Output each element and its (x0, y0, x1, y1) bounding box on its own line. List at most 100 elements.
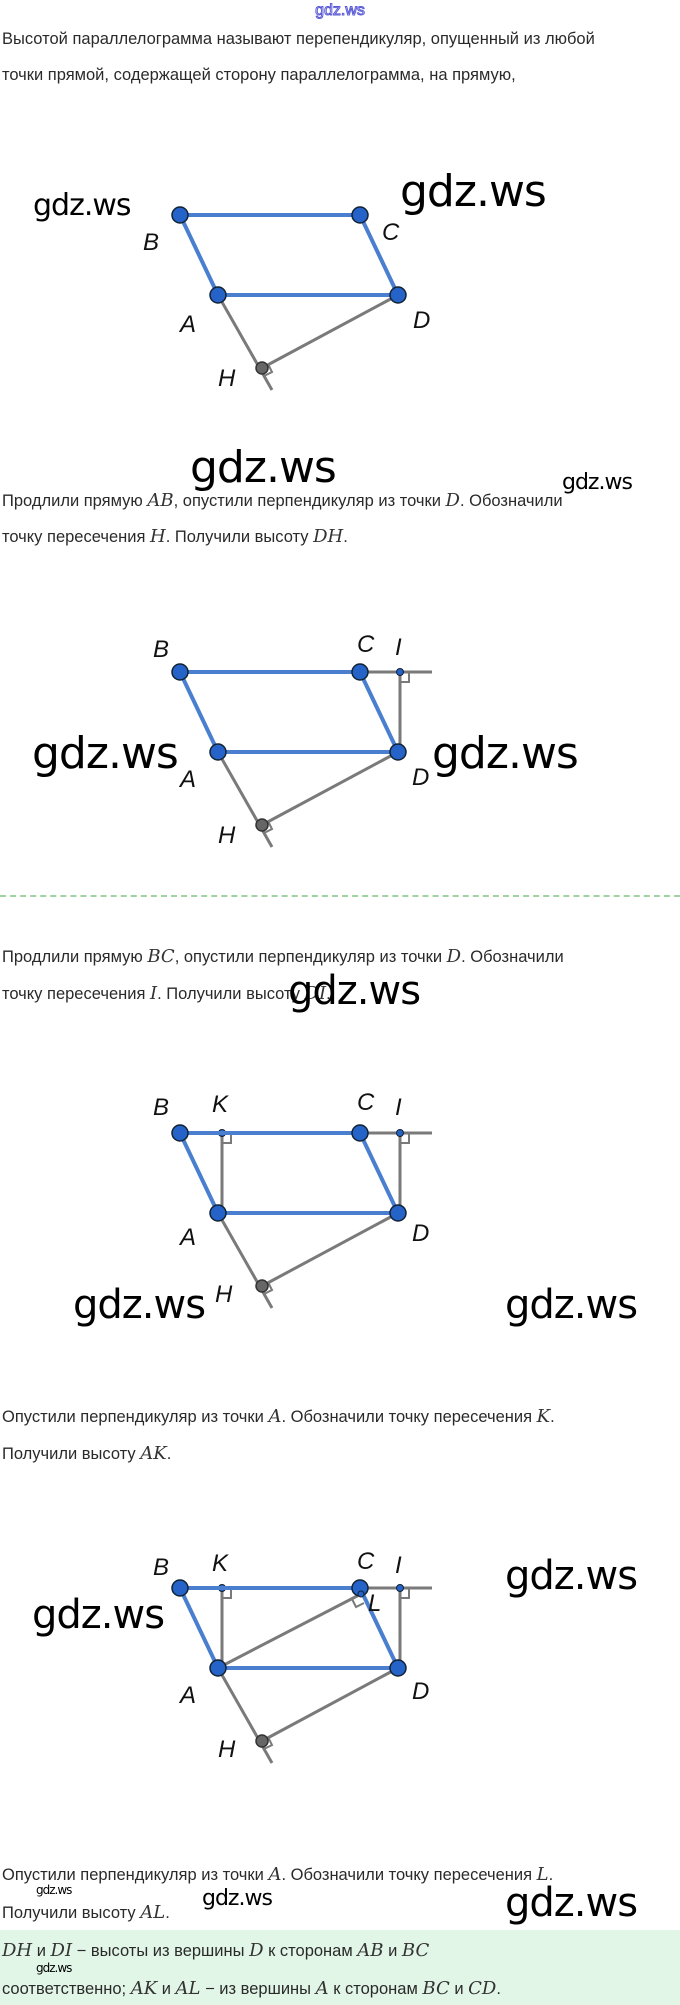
paragraph-line: Высотой параллелограмма называют перепен… (2, 30, 595, 49)
text-segment: Получили высоту (2, 1904, 141, 1922)
text-segment: и (157, 1980, 176, 1998)
math-symbol: H (149, 526, 166, 547)
point-label-h: H (215, 1281, 233, 1308)
math-symbol: D (249, 1940, 264, 1961)
summary-box (0, 1930, 680, 2005)
text-segment: . Обозначили точку пересечения (281, 1408, 537, 1426)
text-segment: Высотой параллелограмма называют перепен… (2, 30, 595, 48)
math-symbol: BC (147, 946, 175, 967)
math-symbol: A (315, 1978, 329, 1999)
math-symbol: DI (50, 1940, 73, 1961)
math-symbol: L (536, 1864, 549, 1885)
math-symbol: AB (357, 1940, 384, 1961)
point-label-a: A (178, 766, 196, 793)
math-symbol: DH (2, 1940, 33, 1961)
point-label-d: D (412, 1220, 429, 1247)
watermark: gdz.ws (505, 1553, 638, 1599)
paragraph-line: Получили высоту AL. (2, 1902, 170, 1923)
point-label-a: A (178, 1682, 196, 1709)
watermark: gdz.ws (32, 1592, 165, 1638)
paragraph-line: DH и DI − высоты из вершины D к сторонам… (2, 1940, 429, 1961)
watermark: gdz.ws (505, 1282, 638, 1328)
text-segment: . Обозначили (461, 948, 564, 966)
paragraph-line: Опустили перпендикуляр из точки A. Обозн… (2, 1406, 555, 1427)
paragraph-line: точку пересечения I. Получили высоту DI. (2, 983, 331, 1004)
paragraph-line: Продлили прямую AB, опустили перпендикул… (2, 490, 563, 511)
paragraph-line: Получили высоту AK. (2, 1443, 171, 1464)
watermark: gdz.ws (190, 442, 337, 493)
point-label-i: I (395, 1094, 402, 1121)
math-symbol: CD (468, 1978, 497, 1999)
text-segment: точку пересечения (2, 528, 150, 546)
text-segment: Опустили перпендикуляр из точки (2, 1408, 269, 1426)
watermark: gdz.ws (32, 728, 179, 779)
point-label-d: D (412, 764, 429, 791)
watermark: gdz.ws (562, 470, 633, 495)
text-segment: соответственно; (2, 1980, 131, 1998)
text-segment: точку пересечения (2, 985, 150, 1003)
math-symbol: I (149, 983, 158, 1004)
diagram-1: B C A D H (143, 206, 430, 392)
paragraph-line: Опустили перпендикуляр из точки A. Обозн… (2, 1864, 553, 1885)
divider (0, 895, 680, 897)
math-symbol: D (445, 490, 460, 511)
text-segment: , опустили перпендикуляр из точки (174, 948, 447, 966)
point-label-a: A (178, 1224, 196, 1251)
point-label-b: B (153, 636, 169, 663)
point-label-i: I (395, 634, 402, 661)
math-symbol: K (536, 1406, 551, 1427)
text-segment: точки прямой, содержащей сторону паралле… (2, 66, 516, 84)
math-symbol: AL (175, 1978, 201, 1999)
math-symbol: AL (140, 1902, 166, 1923)
text-segment: . Получили высоту (157, 985, 305, 1003)
diagram-3: B K C I A D H (153, 1089, 434, 1310)
watermark: gdz.ws (33, 188, 132, 223)
paragraph-line: точки прямой, содержащей сторону паралле… (2, 66, 516, 85)
text-segment: , опустили перпендикуляр из точки (173, 492, 446, 510)
point-label-b: B (143, 229, 159, 256)
point-label-b: B (153, 1554, 169, 1581)
text-segment: . (496, 1980, 501, 1998)
math-symbol: AK (140, 1443, 167, 1464)
watermark: gdz.ws (73, 1282, 206, 1328)
point-label-i: I (395, 1552, 402, 1579)
watermark: gdz.ws (288, 968, 421, 1014)
text-segment: Опустили перпендикуляр из точки (2, 1866, 269, 1884)
point-label-c: C (357, 631, 375, 658)
point-label-c: C (357, 1089, 375, 1116)
point-label-c: C (382, 219, 400, 246)
math-symbol: A (268, 1406, 282, 1427)
watermark: gdz.ws (36, 1883, 72, 1897)
math-symbol: AB (147, 490, 174, 511)
text-segment: и (32, 1942, 51, 1960)
text-segment: . (550, 1408, 555, 1426)
math-symbol: BC (401, 1940, 430, 1961)
math-symbol: DI (304, 983, 327, 1004)
point-label-d: D (412, 1678, 429, 1705)
math-symbol: BC (422, 1978, 450, 1999)
watermark: gdz.ws (432, 728, 579, 779)
watermark: gdz.ws (202, 1886, 273, 1911)
text-segment: . Получили высоту (165, 528, 314, 546)
point-label-a: A (178, 311, 196, 338)
text-segment: Продлили прямую (2, 492, 148, 510)
math-symbol: A (268, 1864, 282, 1885)
point-label-h: H (218, 1736, 236, 1763)
text-segment: и (449, 1980, 469, 1998)
text-segment: к сторонам (263, 1942, 358, 1960)
text-segment: к сторонам (328, 1980, 423, 1998)
paragraph-line: соответственно; AK и AL − из вершины A к… (2, 1978, 501, 1999)
math-symbol: D (446, 946, 462, 967)
text-segment: . Обозначили (459, 492, 563, 510)
text-segment: . (165, 1904, 170, 1922)
point-label-k: K (212, 1091, 229, 1118)
text-segment: . (343, 528, 348, 546)
watermark: gdz.ws (36, 1961, 72, 1975)
watermark-top: gdz.ws (315, 2, 366, 20)
text-segment: Продлили прямую (2, 948, 148, 966)
point-label-l: L (368, 1590, 381, 1617)
point-label-d: D (413, 307, 430, 334)
watermark: gdz.ws (400, 166, 547, 217)
point-label-h: H (218, 365, 236, 392)
